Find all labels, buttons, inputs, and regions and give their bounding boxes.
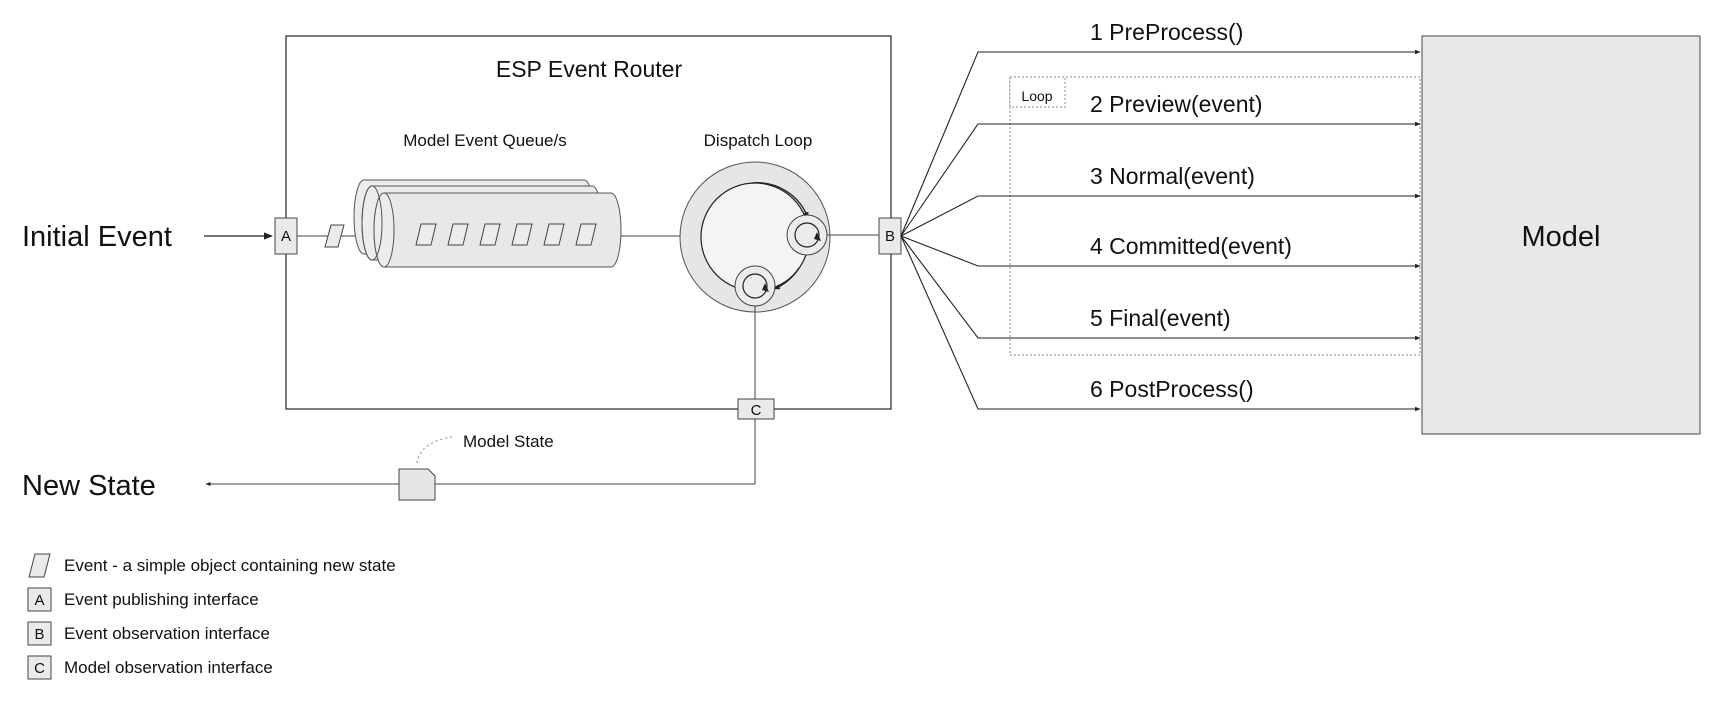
event-queue	[353, 179, 622, 268]
port-b-label: B	[885, 228, 895, 245]
queued-event-icon	[447, 223, 469, 246]
legend-item-publishing: Event publishing interface	[64, 590, 259, 609]
legend-port-b-icon	[27, 621, 52, 646]
step-1-label: 1 PreProcess()	[1090, 19, 1243, 45]
dispatch-loop	[679, 161, 831, 313]
queued-event-icon	[543, 223, 565, 246]
step-5-label: 5 Final(event)	[1090, 305, 1231, 331]
queued-event-icon	[415, 223, 437, 246]
legend: Event - a simple object containing new s…	[27, 553, 396, 680]
port-b: B	[878, 217, 902, 255]
router-title: ESP Event Router	[496, 56, 683, 82]
model-state-label: Model State	[463, 432, 554, 451]
queued-event-icon	[575, 223, 597, 246]
loop-box	[1009, 76, 1421, 356]
legend-item-event: Event - a simple object containing new s…	[64, 556, 396, 575]
step-3-label: 3 Normal(event)	[1090, 163, 1255, 189]
step-arrows	[900, 49, 1421, 412]
queue-label: Model Event Queue/s	[403, 131, 566, 150]
queued-event-icon	[479, 223, 501, 246]
dispatch-label: Dispatch Loop	[704, 131, 813, 150]
step-6-label: 6 PostProcess()	[1090, 376, 1254, 402]
c-to-new-state-line	[205, 419, 756, 486]
model-label: Model	[1522, 221, 1601, 253]
legend-event-icon	[28, 553, 51, 578]
model-state-icon	[398, 468, 436, 501]
initial-event-label: Initial Event	[22, 221, 172, 253]
loop-tag	[1009, 76, 1066, 108]
port-a-label: A	[281, 228, 291, 245]
model-box	[1421, 35, 1701, 435]
new-state-label: New State	[22, 470, 156, 502]
legend-item-event-observation: Event observation interface	[64, 624, 270, 643]
legend-port-a-symbol: A	[34, 592, 44, 609]
port-c-label: C	[751, 402, 762, 419]
loop-label: Loop	[1021, 88, 1052, 104]
legend-port-b-symbol: B	[34, 626, 44, 643]
incoming-event-icon	[324, 224, 345, 248]
model-state-callout	[416, 436, 453, 464]
loop-node-bottom	[734, 265, 776, 307]
legend-item-model-observation: Model observation interface	[64, 658, 273, 677]
port-c: C	[737, 398, 775, 420]
step-2-label: 2 Preview(event)	[1090, 91, 1263, 117]
legend-port-a-icon	[27, 587, 52, 612]
loop-node-top	[786, 214, 828, 256]
legend-port-c-symbol: C	[34, 660, 45, 677]
legend-port-c-icon	[27, 655, 52, 680]
queued-event-icon	[511, 223, 533, 246]
port-a: A	[274, 217, 298, 255]
step-4-label: 4 Committed(event)	[1090, 233, 1292, 259]
